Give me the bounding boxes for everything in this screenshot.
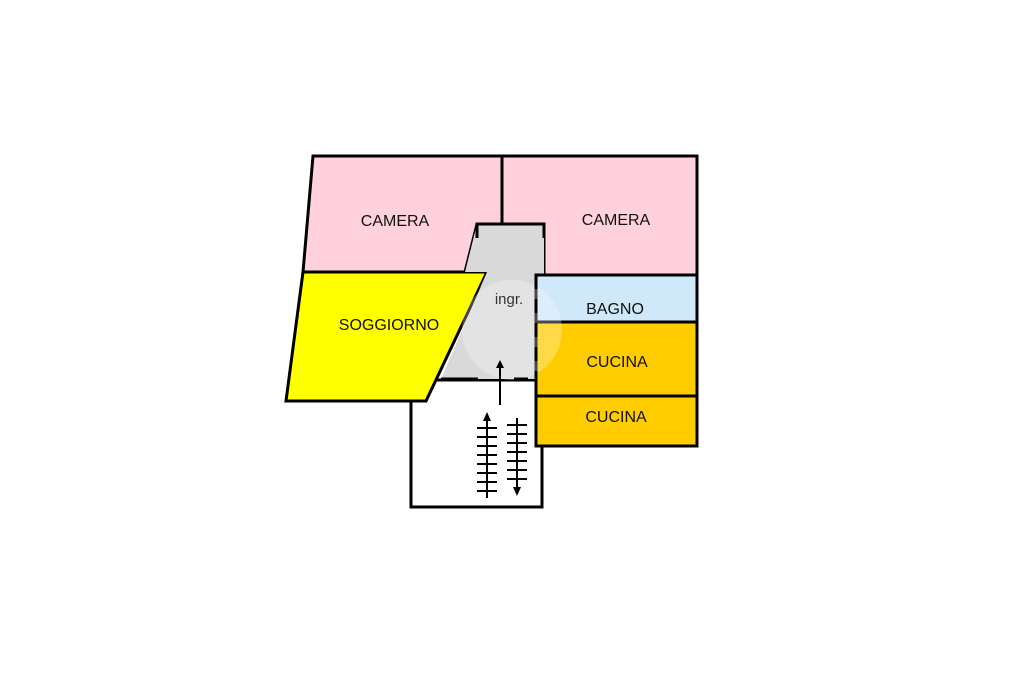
stairwell bbox=[409, 378, 544, 509]
room-cucina-bottom bbox=[534, 394, 699, 448]
label-cucina-top: CUCINA bbox=[586, 354, 648, 371]
ingresso-top-wall bbox=[475, 222, 546, 238]
entry-arrow-head bbox=[496, 360, 504, 368]
room-ingresso bbox=[441, 224, 544, 379]
label-soggiorno: SOGGIORNO bbox=[339, 317, 439, 334]
label-camera-left: CAMERA bbox=[361, 213, 430, 230]
label-camera-right: CAMERA bbox=[582, 212, 651, 229]
stairs-up bbox=[477, 412, 497, 498]
label-bagno: BAGNO bbox=[586, 301, 644, 318]
room-soggiorno bbox=[284, 270, 490, 403]
stairs-down bbox=[507, 418, 527, 496]
label-ingresso: ingr. bbox=[495, 291, 523, 308]
label-cucina-bottom: CUCINA bbox=[585, 409, 647, 426]
